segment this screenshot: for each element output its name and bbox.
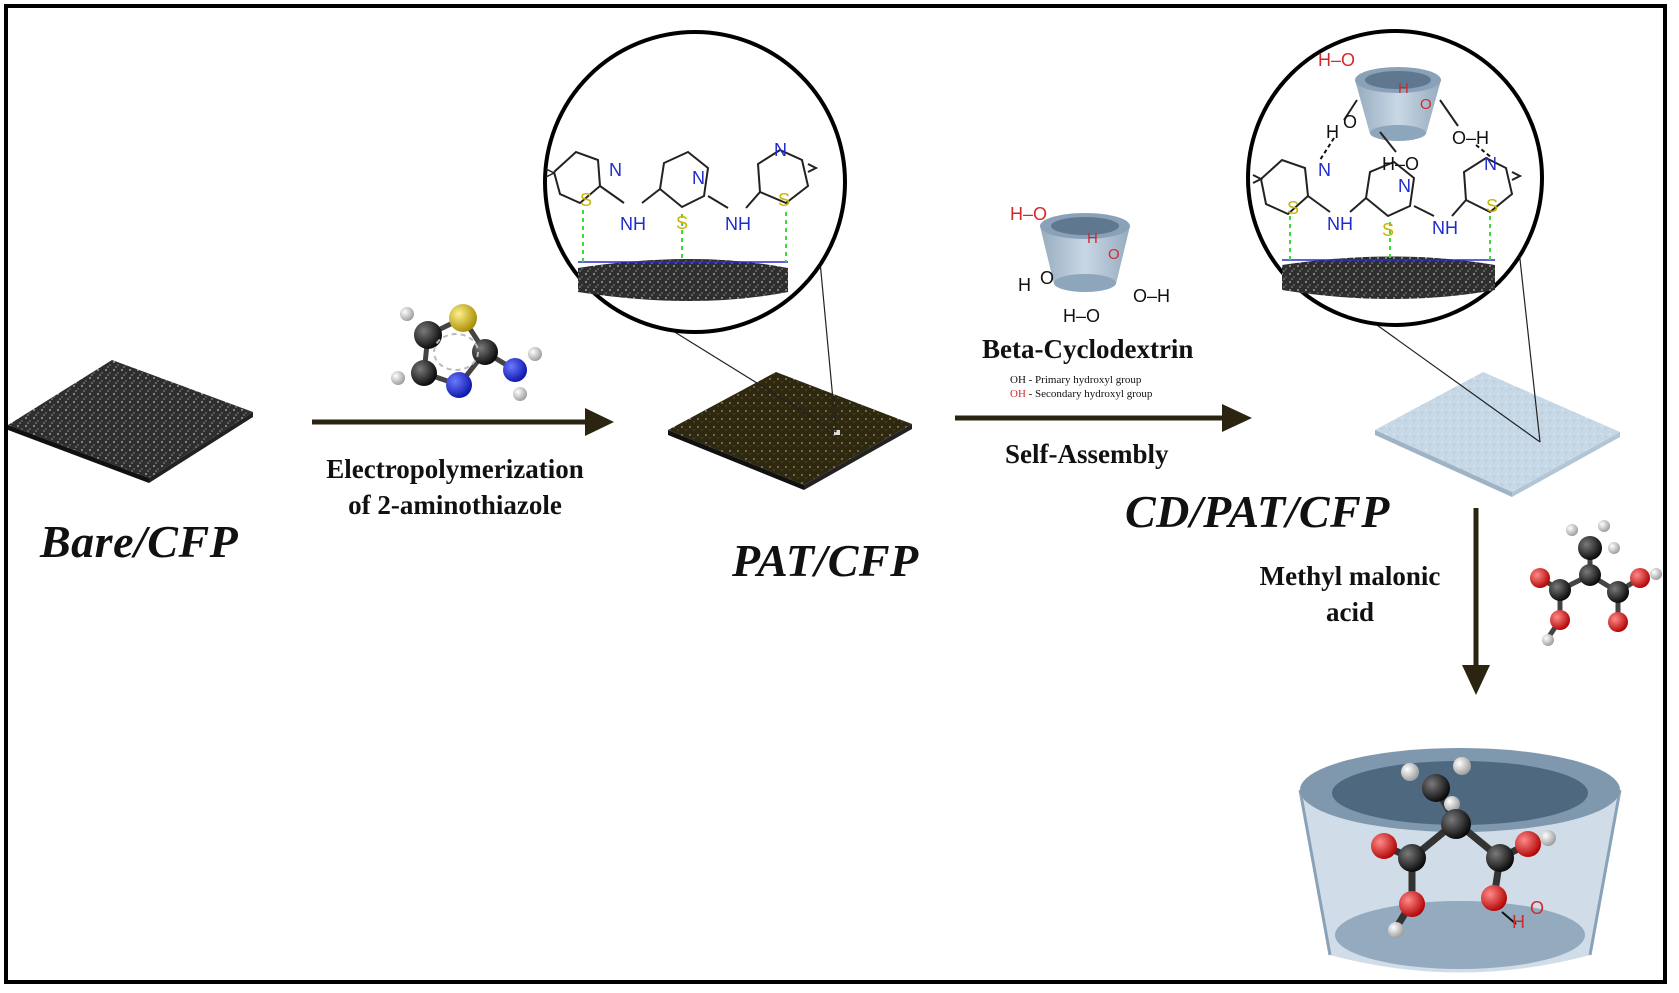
zoom-n2: N bbox=[1398, 176, 1411, 196]
zoom-line-pat-right bbox=[817, 239, 837, 433]
cd-zoom-circle bbox=[1246, 29, 1544, 327]
zoom-h-inner: H bbox=[1398, 80, 1409, 97]
pat-zoom-circle bbox=[543, 30, 847, 334]
electropolymerization-label: Electropolymerization of 2-aminothiazole bbox=[315, 451, 595, 523]
cd-ho-bottom: H–O bbox=[1063, 306, 1101, 326]
cd-h-left: H bbox=[1018, 275, 1031, 295]
arrow-electropolymerization bbox=[312, 408, 614, 436]
bare-cfp-sheet bbox=[8, 360, 253, 483]
electropolymerization-line1: Electropolymerization bbox=[326, 454, 584, 484]
legend-secondary-oh: OH bbox=[1010, 388, 1026, 400]
electropolymerization-line2: of 2-aminothiazole bbox=[348, 490, 562, 520]
zoom-ho-bottom: H–O bbox=[1382, 154, 1420, 174]
figure-border bbox=[4, 4, 1667, 984]
zoom-s2: S bbox=[1382, 220, 1395, 240]
cd-o-left: O bbox=[1040, 268, 1055, 288]
zoom-n3: N bbox=[1484, 154, 1497, 174]
pat-n1: N bbox=[609, 160, 622, 180]
cd-h-inner: H bbox=[1087, 230, 1098, 247]
pat-s1: S bbox=[580, 190, 593, 210]
pat-cfp-sheet bbox=[668, 372, 912, 490]
arrow-methyl-malonic bbox=[1462, 508, 1490, 695]
methyl-line2: acid bbox=[1325, 597, 1374, 627]
methylmalonic-molecule bbox=[1530, 520, 1662, 646]
methyl-malonic-label: Methyl malonic acid bbox=[1250, 558, 1450, 630]
zoom-s1: S bbox=[1287, 198, 1300, 218]
zoom-nh2: NH bbox=[1432, 218, 1458, 238]
pat-n3: N bbox=[774, 140, 787, 160]
legend-primary-oh: OH bbox=[1010, 374, 1026, 386]
bare-cfp-label: Bare/CFP bbox=[40, 516, 239, 567]
pat-nh2: NH bbox=[725, 214, 751, 234]
complex-o: O bbox=[1530, 898, 1545, 918]
legend-primary: OH - Primary hydroxyl group bbox=[1010, 373, 1152, 387]
beta-cd-cup bbox=[1040, 213, 1130, 292]
zoom-ho-red: H–O bbox=[1318, 50, 1356, 70]
pat-n2: N bbox=[692, 168, 705, 188]
legend-secondary: OH - Secondary hydroxyl group bbox=[1010, 387, 1152, 401]
zoom-h-left: H bbox=[1326, 122, 1339, 142]
cd-pat-cfp-sheet bbox=[1375, 372, 1620, 497]
pat-cfp-label: PAT/CFP bbox=[732, 535, 919, 586]
zoom-o-inner: O bbox=[1420, 96, 1432, 113]
zoom-line-cd-right bbox=[1516, 231, 1541, 443]
zoom-o-left: O bbox=[1343, 112, 1358, 132]
inclusion-complex bbox=[1298, 748, 1622, 973]
aminothiazole-molecule bbox=[391, 304, 542, 401]
beta-cd-title: Beta-Cyclodextrin bbox=[982, 334, 1194, 364]
zoom-s3: S bbox=[1486, 196, 1499, 216]
cd-ho-red: H–O bbox=[1010, 204, 1048, 224]
zoom-n1: N bbox=[1318, 160, 1331, 180]
legend-primary-text: - Primary hydroxyl group bbox=[1025, 374, 1142, 386]
cd-pat-cfp-label: CD/PAT/CFP bbox=[1125, 486, 1390, 537]
legend-secondary-text: - Secondary hydroxyl group bbox=[1025, 388, 1153, 400]
self-assembly-label: Self-Assembly bbox=[1005, 439, 1169, 469]
cd-o-inner: O bbox=[1108, 246, 1120, 263]
cd-oh-right: O–H bbox=[1133, 286, 1171, 306]
arrow-self-assembly bbox=[955, 404, 1252, 432]
beta-cd-legend: OH - Primary hydroxyl group OH - Seconda… bbox=[1010, 373, 1152, 401]
zoom-oh-right: O–H bbox=[1452, 128, 1490, 148]
pat-s3: S bbox=[778, 190, 791, 210]
pat-s2: S bbox=[676, 213, 689, 233]
pat-nh1: NH bbox=[620, 214, 646, 234]
complex-h: H bbox=[1512, 912, 1525, 932]
zoom-nh1: NH bbox=[1327, 214, 1353, 234]
methyl-line1: Methyl malonic bbox=[1259, 561, 1441, 591]
